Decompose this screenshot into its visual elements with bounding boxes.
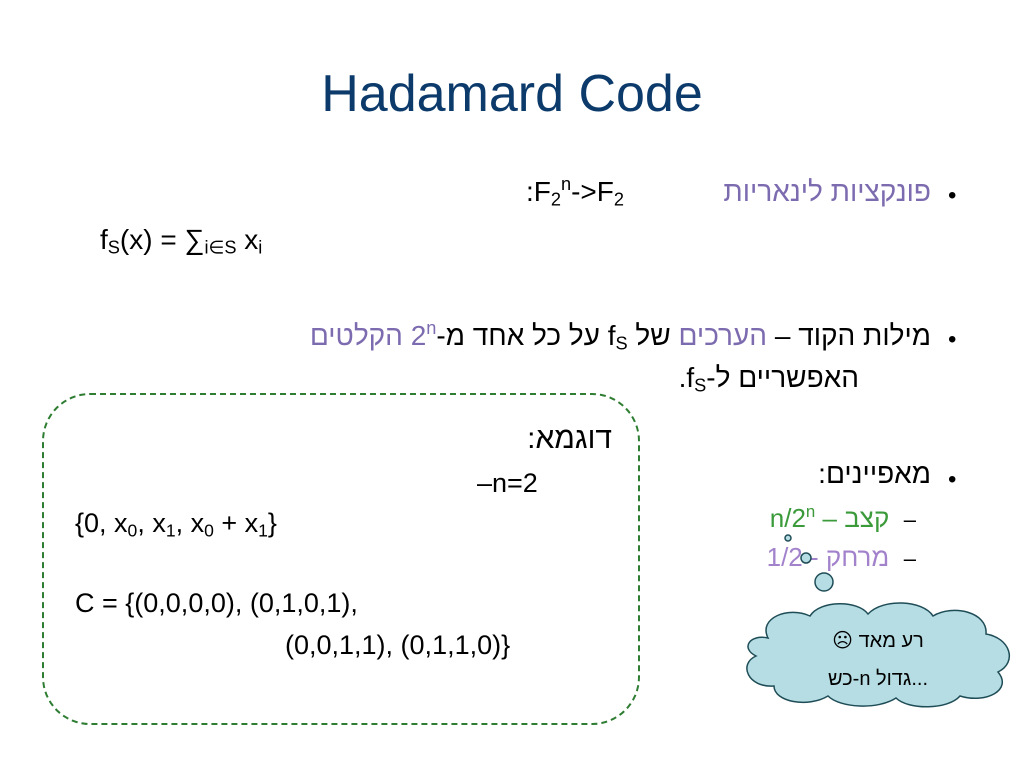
- example-code-line1: C = {(0,0,0,0), (0,1,0,1),: [75, 588, 358, 618]
- cloud-bubble-medium: [800, 552, 812, 564]
- callout-line2: כש-n גדול...: [827, 668, 929, 690]
- cloud-bubble-small: [784, 534, 792, 542]
- bullet-dot: •: [948, 466, 957, 493]
- fs-definition: fS(x) = ∑i∈S xi: [100, 224, 263, 258]
- distance-item: – מרחק - 1/2: [766, 542, 916, 572]
- callout-line1: ☹ רע מאד: [832, 630, 924, 652]
- function-signature: :F2n->F2: [525, 174, 624, 210]
- linear-functions-label: פונקציות לינאריות: [723, 176, 931, 207]
- example-box: [42, 393, 640, 725]
- bullet-dot: •: [948, 326, 957, 353]
- thought-cloud-callout: [746, 534, 1010, 708]
- example-title: דוגמא:: [527, 422, 612, 455]
- example-code-line2: (0,0,1,1), (0,1,1,0)}: [285, 630, 511, 660]
- codewords-line1: מילות הקוד – הערכים של fS על כל אחד מ-2n…: [309, 318, 931, 354]
- example-function-set: {0, x0, x1, x0 + x1}: [75, 508, 277, 541]
- example-n: –n=2: [477, 468, 538, 498]
- cloud-bubble-large: [814, 572, 834, 592]
- cloud-shape: [746, 602, 1010, 708]
- bullet-dot: •: [948, 182, 957, 209]
- properties-label: מאפיינים:: [818, 458, 931, 489]
- slide-title: Hadamard Code: [321, 65, 703, 123]
- codewords-line2: האפשריים ל-fS.: [678, 362, 859, 396]
- rate-item: – קצב – n/2n: [769, 501, 916, 533]
